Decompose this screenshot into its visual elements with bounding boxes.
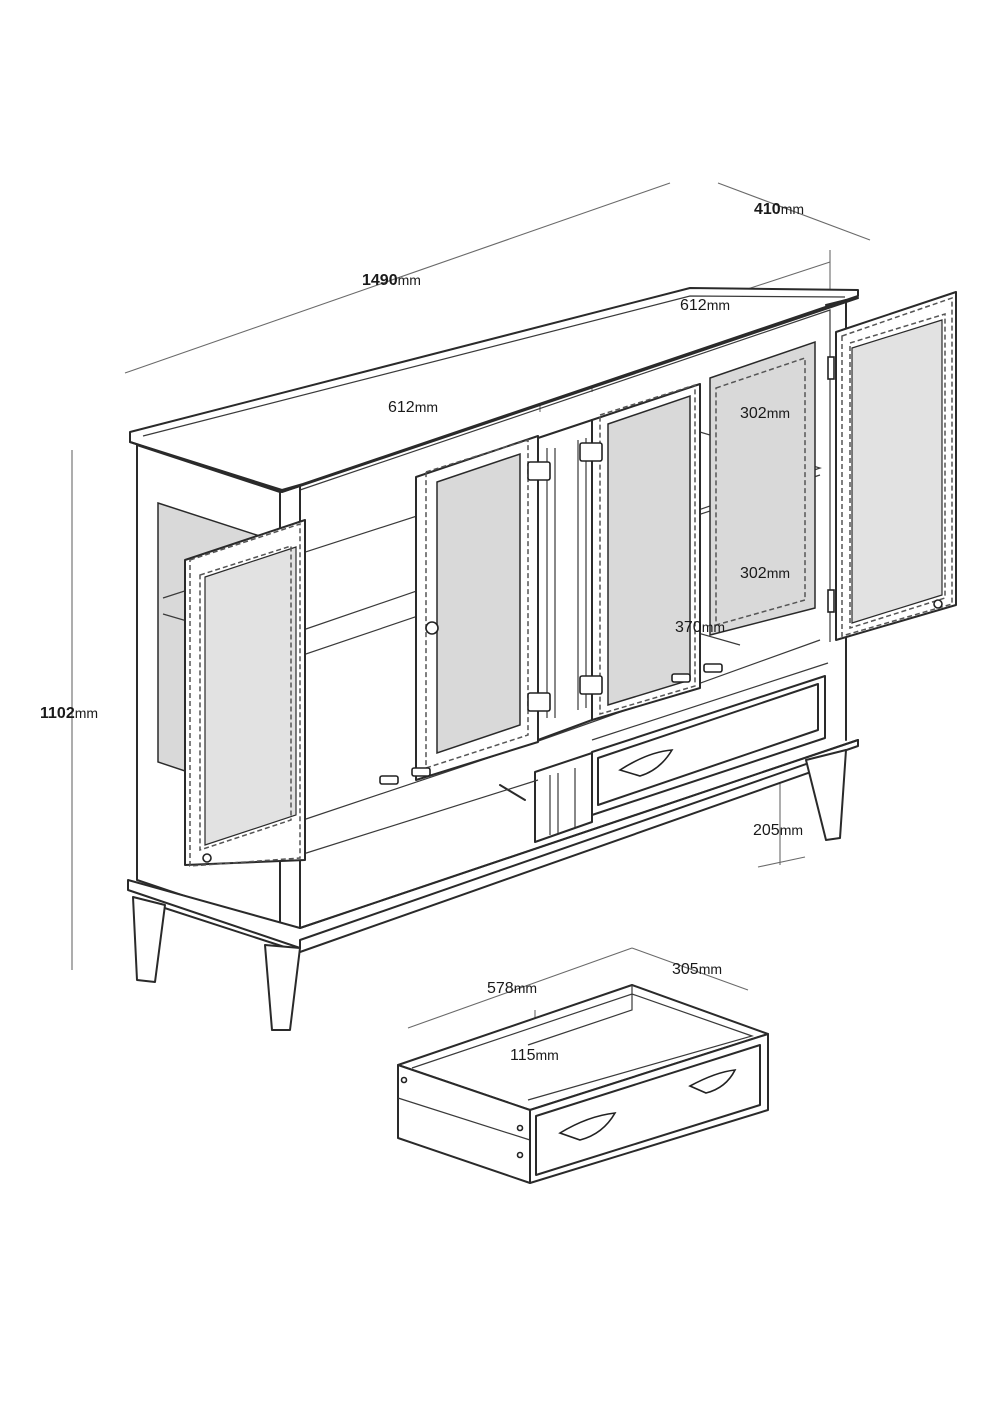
svg-text:305mm: 305mm — [672, 961, 722, 978]
drawer-handle — [558, 1112, 617, 1141]
svg-text:410mm: 410mm — [754, 201, 804, 218]
svg-text:1102mm: 1102mm — [40, 705, 98, 722]
label-depth: 410mm — [754, 201, 804, 218]
hinge-icon — [527, 461, 551, 712]
label-drawer-width: 578mm — [487, 980, 537, 997]
label-drawer-height: 115mm — [510, 1047, 559, 1064]
label-shelf-depth: 370mm — [675, 619, 725, 636]
label-left-compartment-width: 612mm — [388, 399, 438, 416]
label-drawer-depth: 305mm — [672, 961, 722, 978]
drawer-detail — [397, 984, 769, 1184]
label-shelf-spacing-upper: 302mm — [740, 405, 790, 422]
label-leg-height: 205mm — [753, 822, 803, 839]
label-total-width: 1490mm — [362, 272, 421, 289]
svg-text:578mm: 578mm — [487, 980, 537, 997]
label-right-compartment-width: 612mm — [680, 297, 730, 314]
drawer-handle-installed — [618, 749, 674, 777]
svg-text:115mm: 115mm — [510, 1047, 559, 1064]
leg-back-left — [132, 896, 166, 983]
drawer-front — [529, 1033, 769, 1184]
svg-text:302mm: 302mm — [740, 565, 790, 582]
lower-center-panel — [534, 752, 593, 843]
door-right-side — [827, 291, 957, 641]
label-shelf-spacing-lower: 302mm — [740, 565, 790, 582]
svg-text:370mm: 370mm — [675, 619, 725, 636]
leg-front-right — [805, 749, 847, 841]
svg-text:612mm: 612mm — [680, 297, 730, 314]
svg-text:205mm: 205mm — [753, 822, 803, 839]
door-right-front — [579, 383, 723, 721]
leg-front-left — [264, 944, 301, 1031]
door-left-front — [379, 435, 551, 785]
door-left-side — [184, 519, 306, 867]
right-back-window — [709, 340, 816, 636]
drawer-installed — [591, 675, 826, 816]
svg-text:1490mm: 1490mm — [362, 272, 421, 289]
label-height: 1102mm — [40, 705, 98, 722]
svg-text:612mm: 612mm — [388, 399, 438, 416]
svg-text:302mm: 302mm — [740, 405, 790, 422]
